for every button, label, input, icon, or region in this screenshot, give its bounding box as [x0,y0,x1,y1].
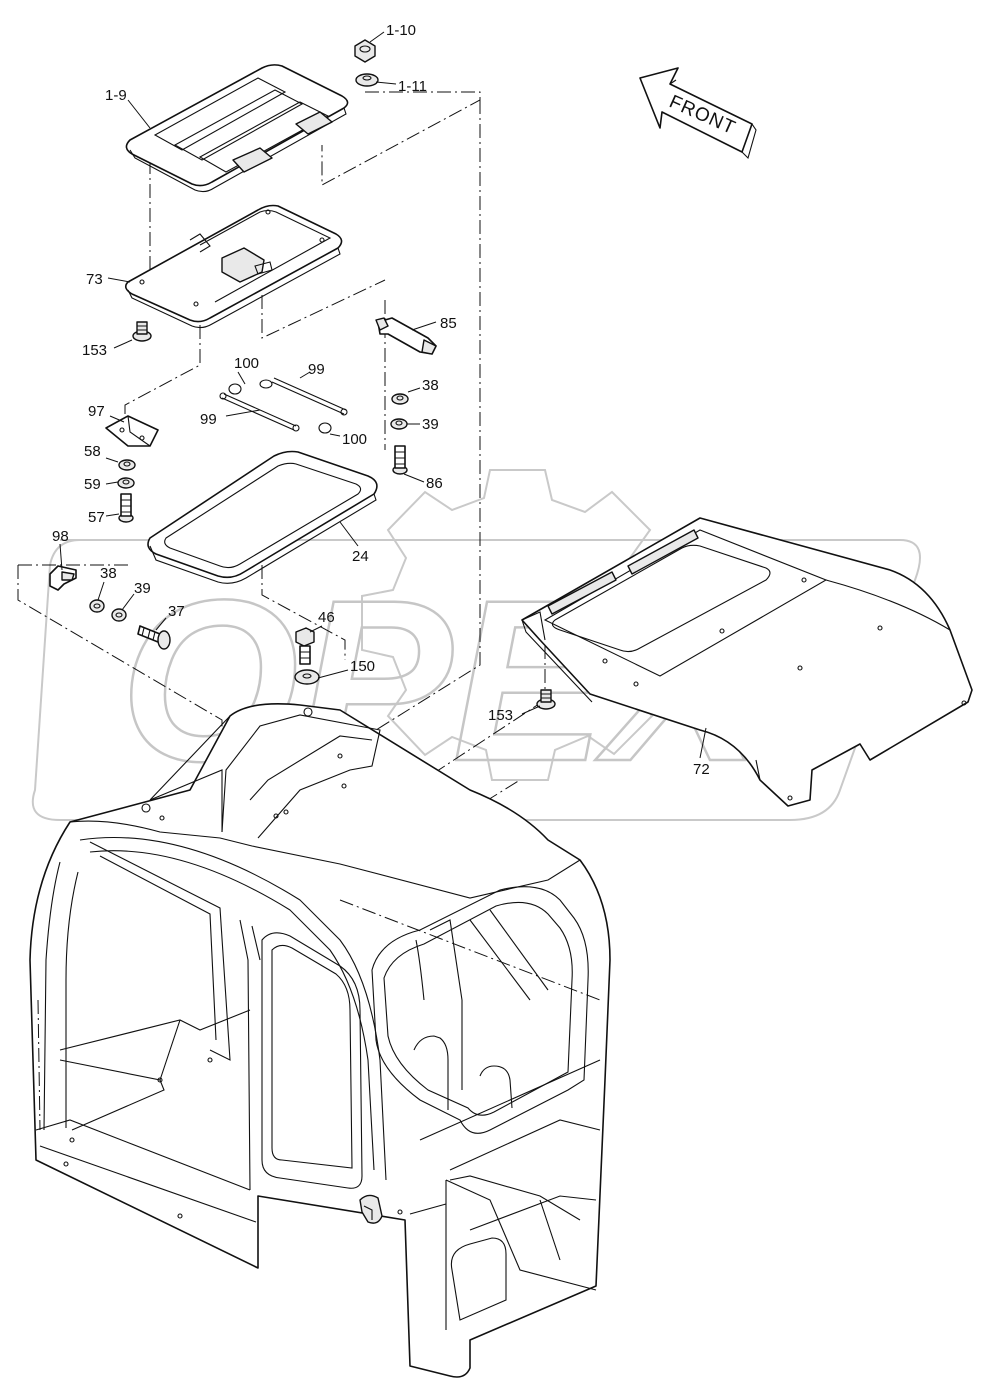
callout-38-right: 38 [422,377,439,394]
hatch-inner-panel [124,204,343,329]
callout-39-left: 39 [134,580,151,597]
callout-24: 24 [352,548,369,565]
callout-72: 72 [693,761,710,778]
callout-1-10: 1-10 [386,22,416,39]
callout-58: 58 [84,443,101,460]
callout-98: 98 [52,528,69,545]
callout-100-upper: 100 [234,355,259,372]
callout-labels: 1-10 1-11 1-9 73 153 85 100 99 99 100 97… [52,22,710,778]
grab-handle-85 [375,317,437,355]
callout-86: 86 [426,475,443,492]
callout-46: 46 [318,609,335,626]
roof-cover-72 [521,517,973,807]
bolt-46 [295,627,315,665]
bracket-97 [105,415,159,447]
callout-1-9: 1-9 [105,87,127,104]
washer-59 [117,477,135,489]
callout-1-11: 1-11 [398,78,427,95]
gas-strut-99-lower [219,392,300,432]
watermark-frame [31,539,921,821]
ring-100-lower [318,422,332,434]
callout-97: 97 [88,403,105,420]
gas-strut-99-upper [259,377,348,416]
callout-153-upper: 153 [82,342,107,359]
callout-57: 57 [88,509,105,526]
washer-1-11 [355,73,379,87]
washer-38-left [89,599,105,613]
bolt-153-upper [132,321,152,342]
callout-73: 73 [86,271,103,288]
callout-38-left: 38 [100,565,117,582]
callout-153-lower: 153 [488,707,513,724]
leader-lines [59,31,707,759]
callout-99-upper: 99 [308,361,325,378]
ring-100-upper [228,383,242,395]
washer-150 [294,669,320,685]
bolt-153-lower [536,689,556,710]
callout-100-lower: 100 [342,431,367,448]
bolt-86 [392,445,408,475]
washer-38-right [391,393,409,405]
washer-58 [118,459,136,471]
front-direction-arrow [639,67,757,160]
washer-39-right [390,418,408,430]
bolt-37 [137,625,171,650]
latch-98 [49,565,77,591]
callout-59: 59 [84,476,101,493]
nut-1-10 [354,39,376,63]
callout-150: 150 [350,658,375,675]
roof-hatch-cover [125,64,349,193]
cab-frame [29,703,611,1378]
bolt-57 [118,493,134,523]
callout-39-right: 39 [422,416,439,433]
hatch-seal-24 [147,450,378,584]
callout-37: 37 [168,603,185,620]
callout-85: 85 [440,315,457,332]
callout-99-lower: 99 [200,411,217,428]
washer-39-left [111,608,127,622]
